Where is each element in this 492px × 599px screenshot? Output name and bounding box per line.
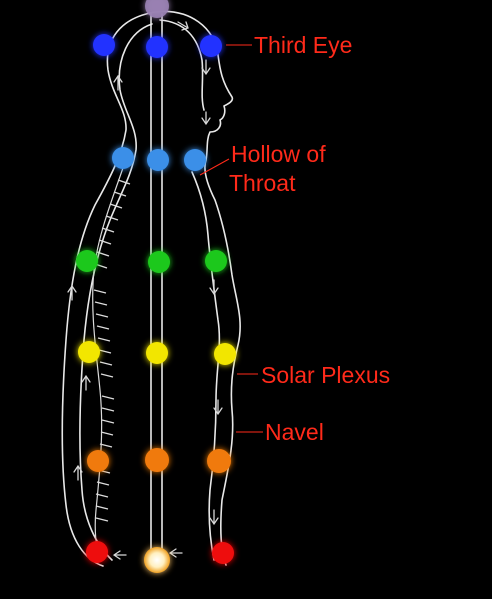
heart-point-front: [205, 250, 227, 272]
solar-point-front: [214, 343, 236, 365]
label-solar-plexus: Solar Plexus: [261, 362, 390, 388]
arrow-up-back-1: [67, 284, 77, 301]
label-hollow-of-throat-line2: Throat: [229, 170, 296, 196]
vertebrae: [93, 179, 131, 522]
arrow-up-back-4: [113, 74, 123, 91]
leader-lines: [199, 44, 263, 433]
base-point-front: [212, 542, 234, 564]
crown-point: [145, 0, 169, 18]
spine-curve: [92, 164, 125, 561]
arrow-down-front-4: [213, 399, 223, 416]
body-outline-inner-front: [159, 19, 221, 561]
base-point-back: [86, 541, 108, 563]
navel-point-back: [87, 450, 109, 472]
arrow-up-back-2: [81, 374, 91, 391]
brow-point-center: [146, 36, 168, 58]
label-navel: Navel: [265, 419, 324, 445]
heart-point-center: [148, 251, 170, 273]
arrow-top-right: [177, 21, 189, 31]
labels: Third Eye Hollow of Throat Solar Plexus …: [229, 32, 390, 445]
solar-point-back: [78, 341, 100, 363]
arrow-bottom: [168, 548, 183, 558]
flow-arrows: [67, 21, 223, 560]
throat-point-front: [184, 149, 206, 171]
arrow-down-front-1: [201, 59, 211, 76]
spine: [92, 164, 131, 561]
heart-point-back: [76, 250, 98, 272]
brow-point-back: [93, 34, 115, 56]
brow-point-front: [200, 35, 222, 57]
navel-point-center: [145, 448, 169, 472]
label-third-eye: Third Eye: [254, 32, 352, 58]
solar-point-center: [146, 342, 168, 364]
leader-hollow-throat: [199, 158, 230, 176]
body-outline: [61, 10, 241, 567]
arrow-up-back-3: [73, 464, 83, 481]
arrow-down-front-3: [209, 279, 219, 296]
base-point-center: [144, 547, 170, 573]
label-hollow-of-throat-line1: Hollow of: [231, 141, 326, 167]
chakra-points: [76, 0, 236, 573]
throat-point-back: [112, 147, 134, 169]
arrow-bottom-left: [112, 550, 127, 560]
arrow-down-front-5: [209, 509, 219, 526]
body-outline-inner-back: [79, 23, 153, 561]
navel-point-front: [207, 449, 231, 473]
arrow-down-front-2: [201, 111, 211, 126]
throat-point-center: [147, 149, 169, 171]
